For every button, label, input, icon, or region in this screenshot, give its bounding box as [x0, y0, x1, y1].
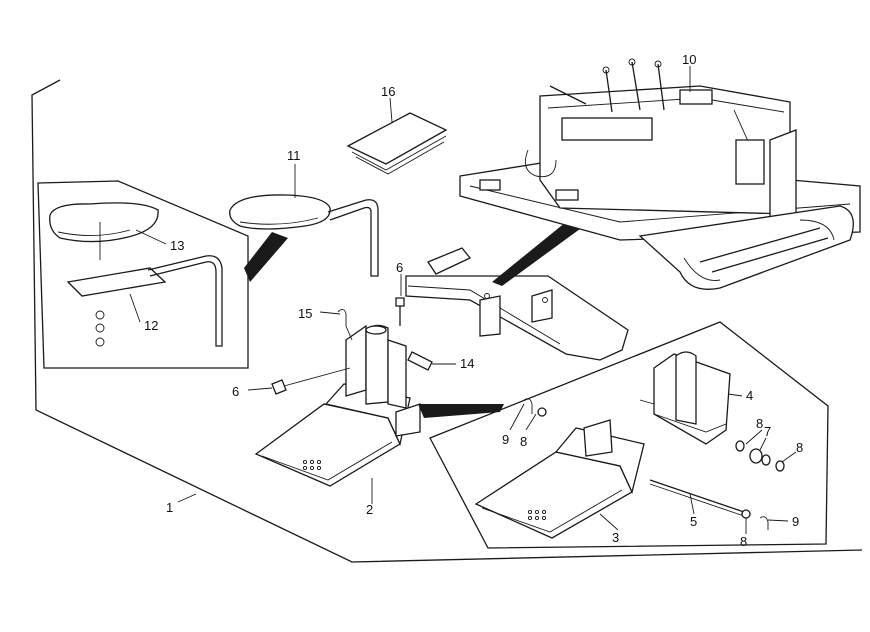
- seat-assembly-11: [229, 194, 379, 277]
- seat-bracket-12: [66, 255, 223, 347]
- washer-set-7-8: [537, 407, 785, 519]
- clip-15: [337, 309, 353, 341]
- bolt-6-upper: [395, 297, 405, 326]
- callout-10: 10: [682, 52, 696, 67]
- callout-11: 11: [287, 148, 301, 163]
- callout-3: 3: [612, 530, 619, 545]
- machine-pointer: [492, 222, 584, 286]
- callout-9a: 9: [502, 432, 509, 447]
- callout-7: 7: [764, 424, 771, 439]
- manual-16: [346, 112, 448, 175]
- callout-12: 12: [144, 318, 158, 333]
- mounting-frame: [405, 247, 629, 361]
- callout-9b: 9: [792, 514, 799, 529]
- callout-13: 13: [170, 238, 184, 253]
- seat-cushion-13: [49, 202, 159, 260]
- callout-1: 1: [166, 500, 173, 515]
- callout-8c: 8: [520, 434, 527, 449]
- callout-5: 5: [690, 514, 697, 529]
- machine-body: [459, 58, 861, 290]
- callout-8a: 8: [756, 416, 763, 431]
- inset-pointer: [244, 232, 288, 282]
- callout-6b: 6: [396, 260, 403, 275]
- pin-14: [407, 351, 433, 371]
- callout-16: 16: [381, 84, 395, 99]
- inset-seat-box: [37, 180, 249, 369]
- inset-base-pointer: [418, 404, 504, 418]
- callout-4: 4: [746, 388, 753, 403]
- callout-8d: 8: [740, 534, 747, 549]
- main-assembly-outline: [31, 79, 863, 563]
- clip-9: [523, 398, 769, 530]
- seat-base-2: [254, 324, 421, 487]
- callout-15: 15: [298, 306, 312, 321]
- leader-lines: [129, 66, 797, 534]
- callout-2: 2: [366, 502, 373, 517]
- bolt-6-lower: [271, 367, 351, 395]
- rod-5: [649, 479, 745, 517]
- callout-8b: 8: [796, 440, 803, 455]
- inset-base-box: [429, 321, 829, 549]
- callout-14: 14: [460, 356, 474, 371]
- bracket-4: [639, 351, 731, 445]
- seat-base-3: [474, 419, 645, 539]
- callout-6a: 6: [232, 384, 239, 399]
